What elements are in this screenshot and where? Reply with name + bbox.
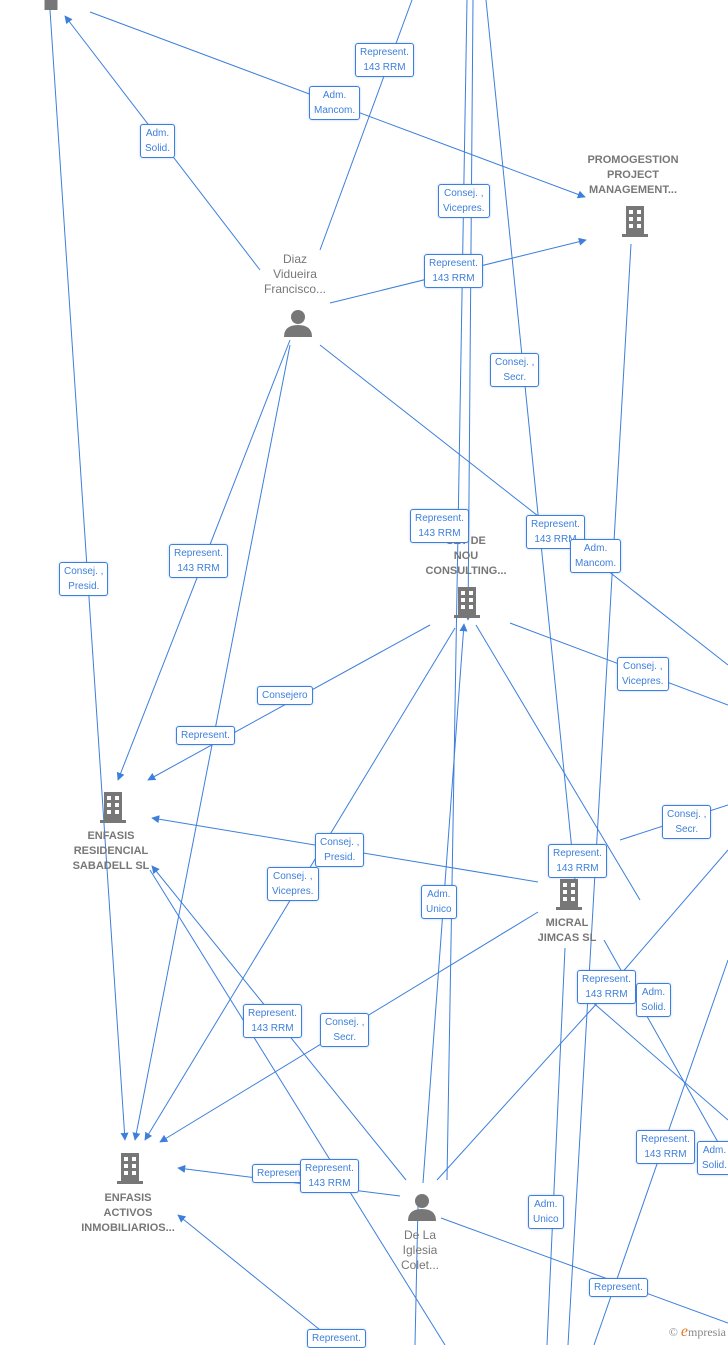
edge-line — [619, 849, 728, 976]
building-icon[interactable] — [98, 790, 128, 829]
edge-line — [440, 1217, 728, 1324]
edge-label[interactable]: Represent. — [307, 1329, 366, 1348]
edge-label[interactable]: Represent. 143 RRM — [526, 515, 585, 549]
edge-line — [546, 947, 566, 1345]
edge-line — [436, 999, 601, 1181]
edge-label[interactable]: Represent. 143 RRM — [355, 43, 414, 77]
node-promogestion-name[interactable]: PROMOGESTION PROJECT MANAGEMENT... — [587, 154, 679, 196]
edge-label[interactable]: Adm. Unico — [421, 885, 457, 919]
building-icon[interactable] — [620, 204, 650, 243]
building-icon[interactable] — [554, 877, 584, 916]
edge-label[interactable]: Represent. 143 RRM — [169, 544, 228, 578]
building-icon[interactable] — [36, 0, 66, 15]
edge-label[interactable]: Represent. — [589, 1278, 648, 1297]
edge-line — [149, 869, 446, 1345]
watermark: © empresia — [669, 1323, 726, 1341]
node-micral-name[interactable]: MICRAL JIMCAS SL — [537, 917, 597, 944]
node-diaz-name[interactable]: Diaz Vidueira Francisco... — [263, 252, 327, 296]
building-icon[interactable] — [115, 1151, 145, 1190]
edge-label[interactable]: Represent. 143 RRM — [243, 1004, 302, 1038]
edge-label[interactable]: Adm. Mancom. — [309, 86, 361, 120]
edge-label[interactable]: Consej. , Secr. — [662, 805, 712, 839]
node-enfasis-activos-name[interactable]: ENFASIS ACTIVOS INMOBILIARIOS... — [81, 1192, 175, 1234]
edge-label[interactable]: Adm. Solid. — [140, 124, 176, 158]
edge-label[interactable]: Represent. — [252, 1164, 311, 1183]
edge-label[interactable]: Adm. Solid. — [636, 983, 672, 1017]
edge-label[interactable]: Adm. Solid. — [697, 1141, 728, 1175]
building-icon[interactable] — [452, 585, 482, 624]
edge-label[interactable]: Consej. , Vicepres. — [438, 184, 490, 218]
node-enfasis-residencial-name[interactable]: ENFASIS RESIDENCIAL SABADELL SL — [72, 830, 150, 872]
edge-line — [319, 0, 413, 251]
edge-label[interactable]: Represent. 143 RRM — [300, 1159, 359, 1193]
edge-label[interactable]: Adm. Mancom. — [570, 539, 622, 573]
edge-label[interactable]: Consej. , Secr. — [490, 353, 540, 387]
edge-label[interactable]: Represent. 143 RRM — [424, 254, 483, 288]
edge-line — [485, 0, 576, 881]
brand-name: mpresia — [688, 1325, 726, 1339]
edge-label[interactable]: Represent. — [176, 726, 235, 745]
person-icon[interactable] — [283, 308, 313, 343]
node-de-la-iglesia-name[interactable]: De La Iglesia Colet... — [400, 1228, 440, 1272]
edge-label[interactable]: Represent. 143 RRM — [636, 1130, 695, 1164]
person-icon[interactable] — [407, 1192, 437, 1227]
edge-label[interactable]: Adm. Unico — [528, 1195, 564, 1229]
edge-label[interactable]: Represent. 143 RRM — [577, 970, 636, 1004]
edge-label[interactable]: Consej. , Vicepres. — [617, 657, 669, 691]
edge-line — [177, 1214, 331, 1339]
edge-label[interactable]: Represent. 143 RRM — [548, 844, 607, 878]
edge-line — [567, 243, 632, 1345]
edge-label[interactable]: Consejero — [257, 686, 313, 705]
edge-line — [319, 344, 728, 666]
edge-line — [475, 624, 641, 901]
edge-label[interactable]: Represent. 143 RRM — [410, 509, 469, 543]
edge-label[interactable]: Consej. , Presid. — [59, 562, 109, 596]
edge-line — [589, 999, 728, 1121]
edge-label[interactable]: Consej. , Secr. — [320, 1013, 370, 1047]
edge-label[interactable]: Consej. , Presid. — [315, 833, 365, 867]
edge-line — [414, 1204, 419, 1345]
edge-label[interactable]: Consej. , Vicepres. — [267, 867, 319, 901]
copyright-symbol: © — [668, 1325, 678, 1339]
brand-initial: e — [680, 1323, 688, 1340]
